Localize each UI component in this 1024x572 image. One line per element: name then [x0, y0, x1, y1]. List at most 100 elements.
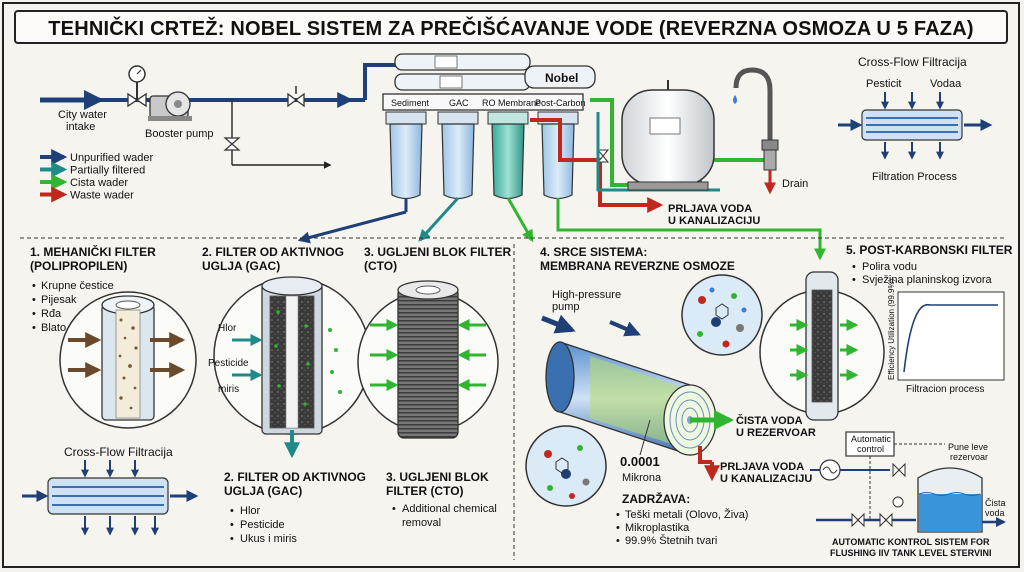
- stage2-title-2: UGLJA (GAC): [202, 259, 280, 273]
- stage2-side-pesticide: Pesticide: [208, 358, 249, 369]
- stage3-cartridge: [397, 287, 459, 439]
- stage1-item-2: Pijesak: [41, 294, 77, 306]
- control-caption-2: FLUSHING IIV TANK LEVEL STERVINI: [830, 548, 992, 558]
- stage-label-gac: GAC: [449, 98, 469, 108]
- stage2-item-1: Hlor: [240, 505, 261, 517]
- pump-label-2: pump: [552, 301, 580, 313]
- clean-water-label-2: voda: [985, 508, 1005, 518]
- control-system: Automatic control Pune leve rezervoar Či…: [810, 431, 1006, 558]
- svg-text:•: •: [392, 503, 396, 515]
- stage2-bottom-title-2: UGLJA (GAC): [224, 484, 302, 498]
- city-intake-label-2: intake: [66, 121, 95, 133]
- pipe-down-2: [418, 196, 460, 242]
- stage1-item-1: Krupne čestice: [41, 280, 114, 292]
- retains-title: ZADRŽAVA:: [622, 491, 690, 506]
- stage-1: 1. MEHANIČKI FILTER (POLIPROPILEN) • Krup…: [30, 244, 197, 429]
- pipe-down-3: [506, 197, 534, 243]
- stage1-title-1: 1. MEHANIČKI FILTER: [30, 244, 156, 259]
- stage2-bottom-title-1: 2. FILTER OD AKTIVNOG: [224, 470, 366, 484]
- crossflow-top-caption: Filtration Process: [872, 171, 957, 183]
- brand-label: Nobel: [545, 71, 578, 85]
- tank-label-2: rezervoar: [950, 452, 988, 462]
- stage2-item-3: Ukus i miris: [240, 533, 297, 545]
- filter-housings: [385, 111, 579, 200]
- stage4-title-1: 4. SRCE SISTEMA:: [540, 245, 647, 259]
- drain-note-2: U KANALIZACIJU: [668, 215, 760, 227]
- control-valve-3-icon: [892, 462, 906, 478]
- stage3-bottom-title-2: FILTER (CTO): [386, 484, 464, 498]
- waste-out-label-1: PRLJAVA VODA: [720, 461, 804, 473]
- inline-cartridges: [394, 53, 596, 91]
- svg-text:•: •: [616, 535, 620, 547]
- micron-unit: Mikrona: [622, 472, 662, 484]
- stage3-title-2: (CTO): [364, 259, 397, 273]
- crossflow-bottom: Cross-Flow Filtracija: [22, 445, 199, 536]
- crossflow-top-label-left: Pesticit: [866, 78, 901, 90]
- housing-bracket: [382, 93, 584, 111]
- drain-note-1: PRLJAVA VODA: [668, 203, 752, 215]
- pump-label-1: High-pressure: [552, 289, 621, 301]
- top-system: City water intake Booster pump: [40, 53, 826, 261]
- stage-3: 3. UGLJENI BLOK FILTER (CTO) 3. UGLJENI …: [357, 245, 511, 529]
- stage3-item-1: Additional chemical: [402, 503, 497, 515]
- stage2-side-miris: miris: [218, 384, 239, 395]
- stage3-item-2: removal: [402, 517, 441, 529]
- storage-tank-icon: [917, 467, 983, 533]
- stage5-item-2: Svježina planinskog izvora: [862, 274, 993, 286]
- svg-text:•: •: [616, 509, 620, 521]
- stage1-item-4: Blato: [41, 322, 66, 334]
- legend-label: Partially filtered: [70, 165, 145, 177]
- pipe-to-housing: [363, 63, 405, 100]
- stage2-side-hlor: Hlor: [218, 323, 237, 334]
- bypass-valve-icon: [223, 137, 241, 151]
- stage3-bottom-title-1: 3. UGLJENI BLOK: [386, 470, 489, 484]
- retains-item-1: Teški metali (Olovo, Živa): [625, 508, 748, 521]
- svg-text:•: •: [32, 322, 36, 334]
- svg-text:•: •: [230, 519, 234, 531]
- stage-label-postcarbon: Post-Carbon: [535, 98, 586, 108]
- chart-xlabel: Filtracion process: [906, 384, 984, 395]
- stage5-item-1: Polira vodu: [862, 261, 917, 273]
- control-caption-1: AUTOMATIC KONTROL SISTEM FOR: [832, 537, 990, 547]
- legend-label: Waste wader: [70, 190, 134, 202]
- drain-label: Drain: [782, 178, 808, 190]
- stage3-title-1: 3. UGLJENI BLOK FILTER: [364, 245, 511, 259]
- automatic-control-box: [845, 431, 895, 457]
- booster-pump-icon: [148, 91, 192, 121]
- clean-out-label-2: U REZERVOAR: [736, 427, 816, 439]
- city-intake-label-1: City water: [58, 109, 107, 121]
- control-label-1: Automatic: [851, 434, 892, 444]
- retains-item-2: Mikroplastika: [625, 522, 690, 534]
- stage-4: 4. SRCE SISTEMA: MEMBRANA REVERZNE OSMOZ…: [525, 245, 816, 547]
- tank-label-1: Pune leve: [948, 442, 988, 452]
- pipe-down-4: [556, 198, 826, 261]
- stage-2: 2. FILTER OD AKTIVNOG UGLJA (GAC) Hlor P…: [202, 245, 371, 545]
- stage-5: 5. POST-KARBONSKI FILTER •Polira vodu •S…: [759, 243, 1013, 421]
- pump-motor-icon: [819, 459, 841, 481]
- efficiency-chart: [897, 291, 1005, 381]
- line-valve-icon: [287, 92, 305, 108]
- svg-text:•: •: [32, 308, 36, 320]
- legend-label: Unpurified wader: [70, 152, 153, 164]
- stage4-title-2: MEMBRANA REVERZNE OSMOZE: [540, 259, 735, 273]
- clean-out-label-1: ČISTA VODA: [736, 414, 803, 427]
- molecule-detail-top: [681, 274, 763, 356]
- molecule-detail-bottom: [525, 425, 607, 507]
- crossflow-top: Cross-Flow Filtracija Pesticit Vodaa Fil…: [838, 55, 993, 183]
- pressure-gauge-icon: [128, 65, 146, 100]
- booster-pump-label: Booster pump: [145, 128, 213, 140]
- stage2-item-2: Pesticide: [240, 519, 285, 531]
- stage1-title-2: (POLIPROPILEN): [30, 259, 127, 273]
- stage-label-sediment: Sediment: [391, 98, 430, 108]
- inlet-valve-icon: [127, 92, 147, 108]
- crossflow-top-label-right: Vodaa: [930, 78, 962, 90]
- retains-item-3: 99.9% Štetnih tvari: [625, 534, 717, 547]
- svg-text:•: •: [616, 522, 620, 534]
- micron-value: 0.0001: [620, 454, 660, 469]
- svg-text:•: •: [852, 261, 856, 273]
- crossflow-bottom-title: Cross-Flow Filtracija: [64, 445, 173, 459]
- control-label-2: control: [857, 444, 884, 454]
- pressure-tank-icon: [621, 80, 715, 191]
